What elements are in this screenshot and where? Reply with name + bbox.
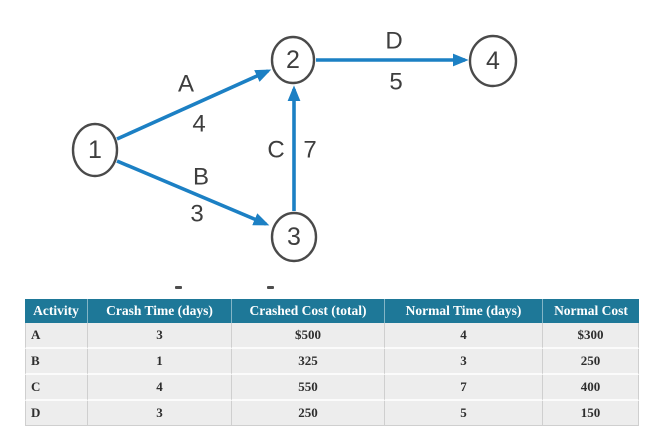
header-crash-time: Crash Time (days) xyxy=(88,299,232,323)
table-row: B 1 325 3 250 xyxy=(25,349,639,375)
edge-c-activity-label: C xyxy=(267,137,284,164)
cell-crash-time: 3 xyxy=(88,401,232,426)
edge-b-arrow xyxy=(116,159,270,226)
cell-normal-time: 5 xyxy=(385,401,543,426)
cell-normal-time: 3 xyxy=(385,349,543,375)
cell-crash-time: 1 xyxy=(88,349,232,375)
edge-a-activity-label: A xyxy=(178,71,194,98)
cell-activity: D xyxy=(25,401,88,426)
cell-crashed-cost: 325 xyxy=(232,349,385,375)
edge-d-activity-label: D xyxy=(385,28,402,55)
cell-normal-cost: 250 xyxy=(543,349,639,375)
cell-crashed-cost: 250 xyxy=(232,401,385,426)
header-normal-time: Normal Time (days) xyxy=(385,299,543,323)
cell-crashed-cost: 550 xyxy=(232,375,385,401)
activity-network-diagram: 1 2 3 4 A 4 B 3 C 7 D 5 xyxy=(71,28,518,263)
edge-a-duration-label: 4 xyxy=(192,111,205,138)
cell-activity: B xyxy=(25,349,88,375)
table-row: C 4 550 7 400 xyxy=(25,375,639,401)
node-3-label: 3 xyxy=(287,223,301,251)
node-2-circle xyxy=(270,35,316,85)
scan-artifact xyxy=(267,286,274,289)
edge-d-duration-label: 5 xyxy=(389,69,402,96)
cell-normal-cost: $300 xyxy=(543,323,639,349)
cell-normal-cost: 150 xyxy=(543,401,639,426)
table-header-row: Activity Crash Time (days) Crashed Cost … xyxy=(25,299,639,323)
edge-a-arrow xyxy=(116,69,272,141)
table-row: A 3 $500 4 $300 xyxy=(25,323,639,349)
header-normal-cost: Normal Cost xyxy=(543,299,639,323)
table-row: D 3 250 5 150 xyxy=(25,401,639,426)
cell-activity: A xyxy=(25,323,88,349)
edge-c-duration-label: 7 xyxy=(303,137,316,164)
node-3-circle xyxy=(270,211,318,263)
crash-cost-table: Activity Crash Time (days) Crashed Cost … xyxy=(25,299,639,426)
node-4-label: 4 xyxy=(486,47,500,75)
edge-b-activity-label: B xyxy=(193,164,209,191)
scan-artifact xyxy=(175,286,182,289)
header-activity: Activity xyxy=(25,299,88,323)
network-svg: 1 2 3 4 A 4 B 3 C 7 D 5 xyxy=(71,28,518,263)
node-2-label: 2 xyxy=(286,46,300,74)
cell-activity: C xyxy=(25,375,88,401)
cell-crash-time: 4 xyxy=(88,375,232,401)
cell-normal-time: 4 xyxy=(385,323,543,349)
node-1-circle xyxy=(71,122,119,178)
node-1-label: 1 xyxy=(88,136,102,164)
header-crashed-cost: Crashed Cost (total) xyxy=(232,299,385,323)
cell-normal-cost: 400 xyxy=(543,375,639,401)
cell-crash-time: 3 xyxy=(88,323,232,349)
node-4-circle xyxy=(468,34,518,88)
cell-normal-time: 7 xyxy=(385,375,543,401)
cell-crashed-cost: $500 xyxy=(232,323,385,349)
edge-b-duration-label: 3 xyxy=(190,201,203,228)
